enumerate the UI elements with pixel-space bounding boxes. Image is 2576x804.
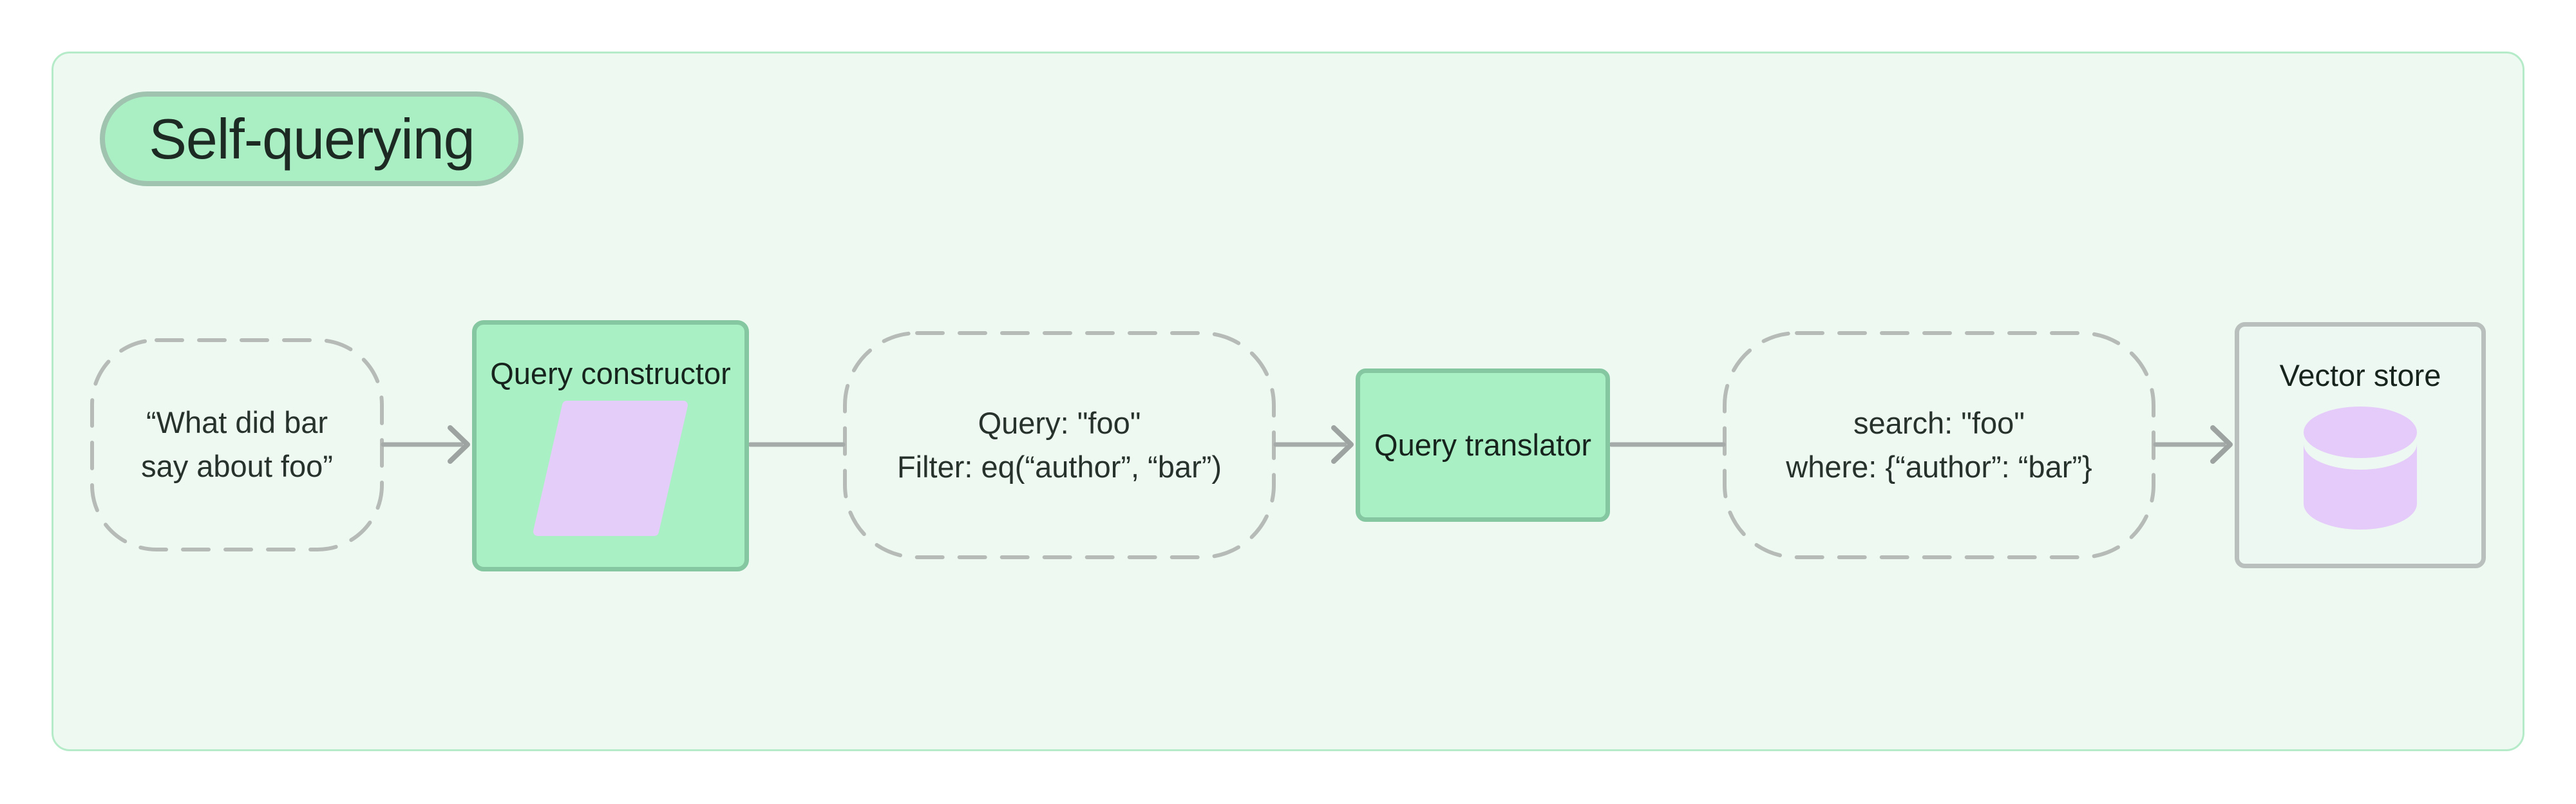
structured-query-line1: Query: "foo" [978,406,1141,440]
user-query-line2: say about foo” [141,449,333,483]
user-query-line1: “What did bar [146,405,328,439]
vector-store-label: Vector store [2279,358,2441,392]
node-query-translator: Query translator [1356,368,1610,522]
node-user-query: “What did bar say about foo” [92,401,382,488]
translated-query-line2: where: {“author”: “bar”} [1786,450,2092,484]
query-translator-label: Query translator [1374,428,1591,462]
parallelogram-icon [533,401,688,539]
query-constructor-label: Query constructor [490,356,731,390]
node-vector-store: Vector store [2235,322,2486,568]
node-query-constructor: Query constructor [472,320,749,571]
badge-label: Self-querying [149,106,475,171]
node-structured-query: Query: "foo" Filter: eq(“author”, “bar”) [845,401,1274,489]
self-querying-badge: Self-querying [100,91,524,186]
structured-query-line2: Filter: eq(“author”, “bar”) [896,450,1222,484]
node-translated-query: search: "foo" where: {“author”: “bar”} [1725,401,2154,489]
translated-query-line1: search: "foo" [1853,406,2025,440]
database-icon [2304,407,2417,536]
